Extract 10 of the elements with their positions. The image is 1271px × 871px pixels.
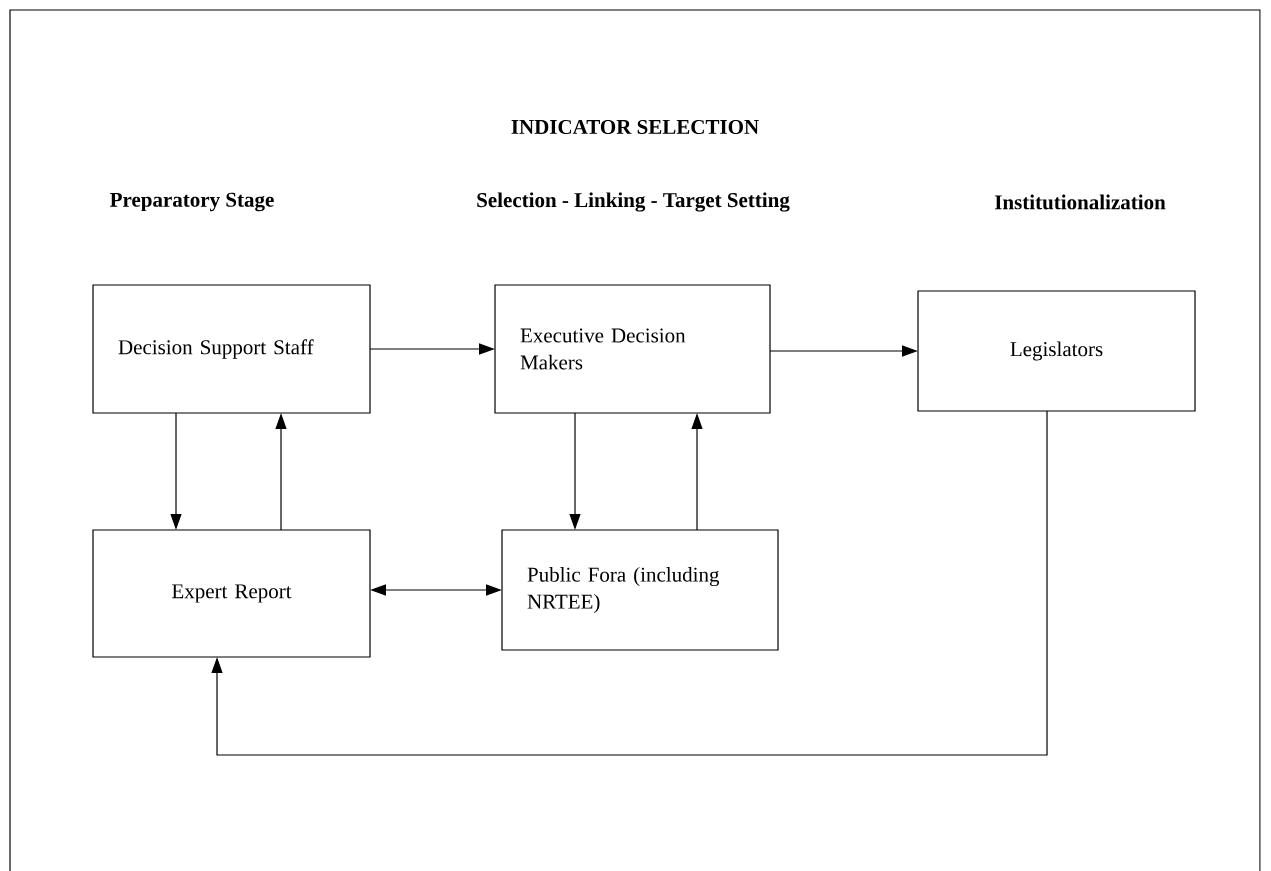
arrow [211, 410, 1048, 756]
process-box: Legislators [917, 290, 1196, 412]
stage-heading: Selection - Linking - Target Setting [477, 192, 790, 212]
stage-heading: Institutionalization [994, 194, 1166, 210]
process-box: Public Fora (including NRTEE) [501, 529, 779, 651]
process-box: Executive Decision Makers [494, 284, 771, 414]
title: INDICATOR SELECTION [511, 119, 759, 135]
process-box: Decision Support Staff [92, 284, 371, 414]
process-box: Expert Report [92, 529, 371, 658]
stage-heading: Preparatory Stage [110, 192, 274, 212]
